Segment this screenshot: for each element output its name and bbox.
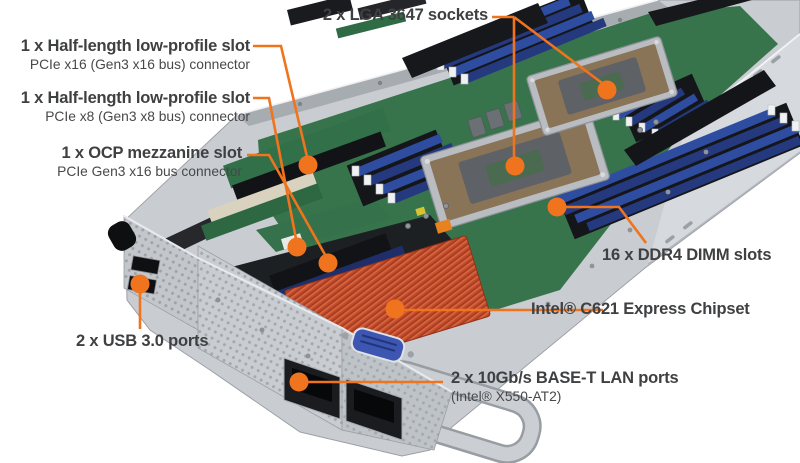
leader-pcie-x16 bbox=[253, 44, 310, 162]
callout-dots bbox=[130, 80, 617, 392]
callout-pcie-x16-title: 1 x Half-length low-profile slot bbox=[20, 37, 250, 55]
callout-dimm: 16 x DDR4 DIMM slots bbox=[602, 246, 771, 265]
callout-lga-sockets: 2 x LGA 3647 sockets bbox=[238, 6, 488, 25]
leader-dimm bbox=[561, 205, 648, 244]
callout-pcie-x16-subtitle: PCIe x16 (Gen3 x16 bus) connector bbox=[29, 57, 250, 72]
yellow-jumper bbox=[415, 206, 426, 216]
callout-pcie-x8: 1 x Half-length low-profile slot PCIe x8… bbox=[0, 89, 250, 125]
air-shroud-left bbox=[402, 3, 548, 78]
callout-dimm-title: 16 x DDR4 DIMM slots bbox=[602, 246, 772, 264]
pcb-components bbox=[404, 119, 660, 234]
callout-lan-subtitle: (Intel® X550-AT2) bbox=[451, 389, 562, 404]
wall-crease bbox=[647, 151, 800, 265]
deck-screws bbox=[545, 149, 709, 307]
callout-pcie-x8-title: 1 x Half-length low-profile slot bbox=[20, 89, 250, 107]
dimm-bank-4 bbox=[424, 0, 607, 86]
usb-port-1 bbox=[130, 255, 161, 275]
dot-usb bbox=[130, 274, 150, 294]
leader-ocp bbox=[247, 153, 330, 261]
air-shroud-right bbox=[624, 70, 776, 166]
air-shroud-top-right bbox=[648, 0, 752, 26]
panel-screws bbox=[215, 297, 311, 359]
callout-lan: 2 x 10Gb/s BASE-T LAN ports (Intel® X550… bbox=[451, 369, 679, 405]
dimm-latches bbox=[767, 104, 800, 132]
callout-ocp-title: 1 x OCP mezzanine slot bbox=[61, 144, 242, 162]
vrm-heatsinks bbox=[467, 99, 523, 139]
dimm-bank-2 bbox=[550, 102, 800, 240]
callout-ocp: 1 x OCP mezzanine slot PCIe Gen3 x16 bus… bbox=[0, 144, 242, 180]
dot-pcie-x8 bbox=[287, 237, 307, 257]
dimm-latches bbox=[351, 165, 396, 204]
dot-cpu-front bbox=[505, 156, 525, 176]
callout-usb: 2 x USB 3.0 ports bbox=[76, 332, 209, 351]
leader-lines bbox=[138, 15, 648, 384]
callout-ocp-subtitle: PCIe Gen3 x16 bus connector bbox=[57, 164, 242, 179]
dot-pcie-x16 bbox=[298, 155, 318, 175]
pcie-socket-beige bbox=[207, 172, 318, 223]
vga-port bbox=[342, 327, 414, 363]
callout-usb-title: 2 x USB 3.0 ports bbox=[76, 332, 209, 350]
dot-ocp bbox=[318, 253, 338, 273]
callout-pcie-x8-subtitle: PCIe x8 (Gen3 x8 bus) connector bbox=[45, 109, 250, 124]
dot-dimm bbox=[547, 197, 567, 217]
callout-chipset: Intel® C621 Express Chipset bbox=[531, 300, 750, 319]
orange-clip bbox=[434, 218, 453, 234]
callout-lan-title: 2 x 10Gb/s BASE-T LAN ports bbox=[451, 369, 679, 387]
leader-lga bbox=[492, 15, 607, 163]
dot-chipset bbox=[385, 299, 405, 319]
dot-cpu-rear bbox=[597, 80, 617, 100]
rear-brackets bbox=[287, 0, 427, 39]
callout-lga-title: 2 x LGA 3647 sockets bbox=[322, 6, 488, 24]
callout-chipset-title: Intel® C621 Express Chipset bbox=[531, 300, 750, 318]
leader-pcie-x8 bbox=[253, 96, 299, 245]
dot-lan bbox=[289, 372, 309, 392]
callout-pcie-x16: 1 x Half-length low-profile slot PCIe x1… bbox=[0, 37, 250, 73]
release-latch bbox=[107, 221, 137, 251]
